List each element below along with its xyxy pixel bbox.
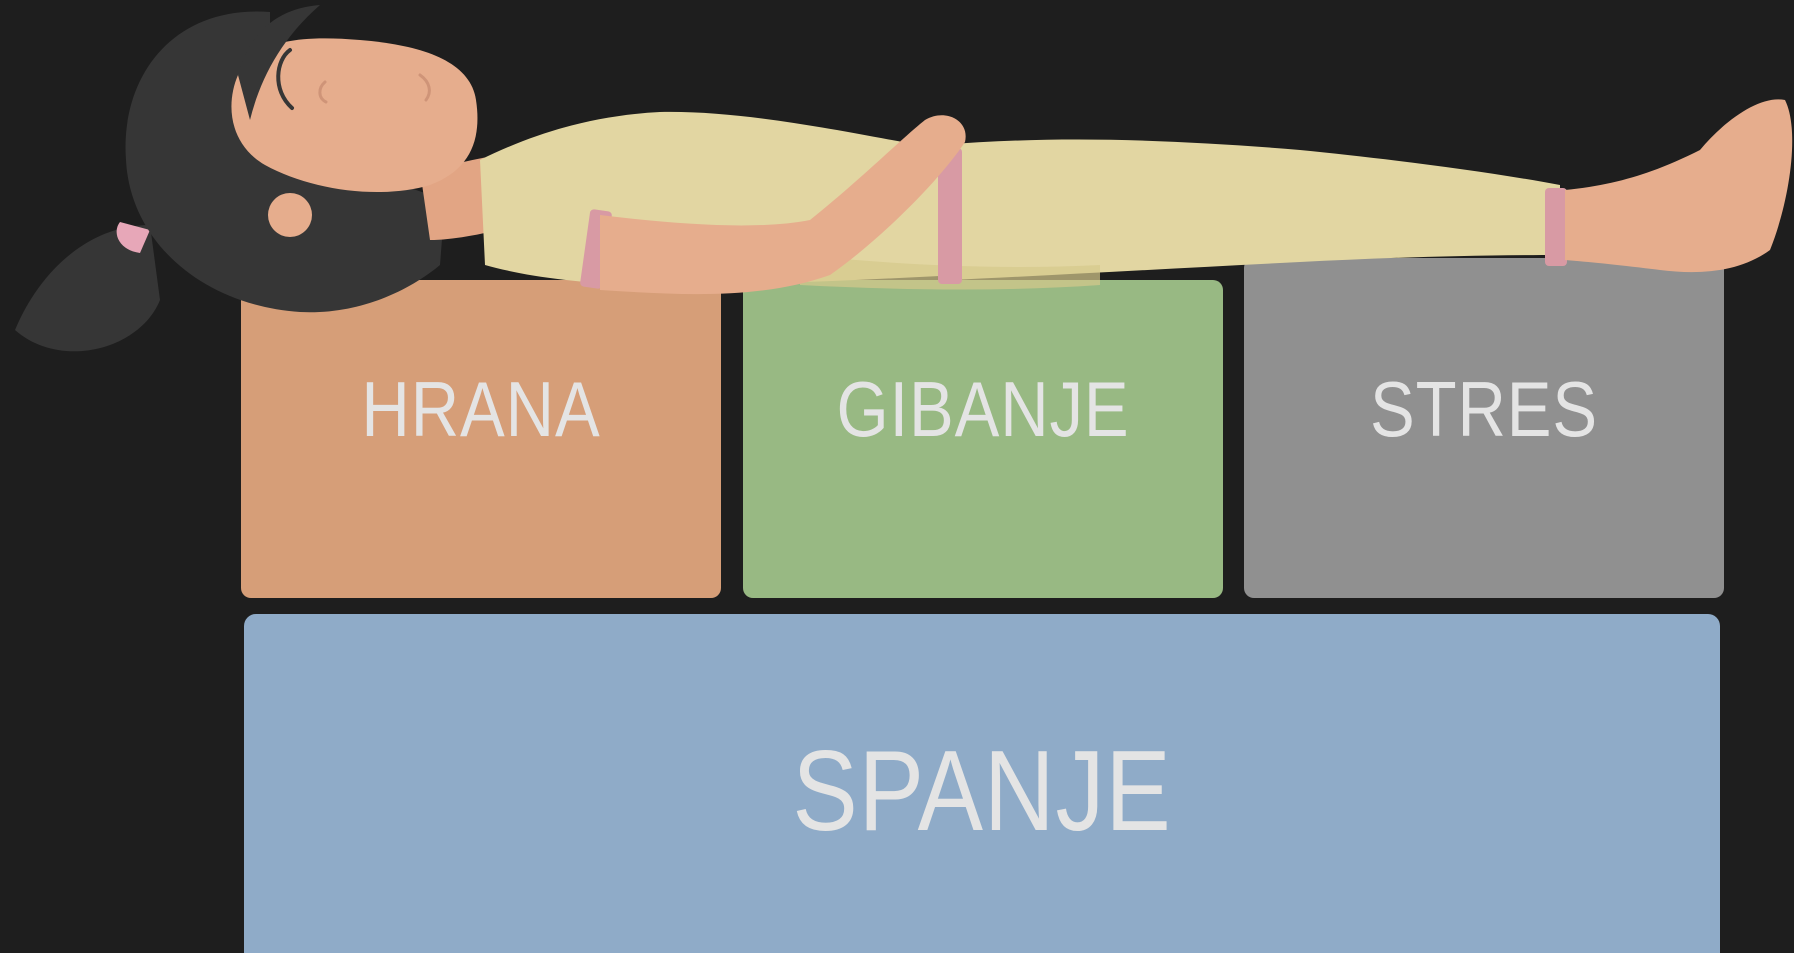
ear: [268, 193, 312, 237]
hair: [126, 12, 445, 313]
closed-eye: [278, 50, 292, 108]
food-label: HRANA: [275, 364, 688, 455]
arm: [600, 115, 966, 294]
movement-label: GIBANJE: [777, 364, 1190, 455]
bangs: [238, 5, 320, 120]
neck: [420, 154, 540, 240]
nose: [320, 82, 326, 102]
face: [231, 38, 477, 192]
waistband: [938, 148, 962, 284]
ankle-band: [1545, 188, 1567, 266]
sleep-label: SPANJE: [347, 726, 1616, 857]
ponytail: [15, 225, 160, 351]
pajama-top: [480, 112, 960, 285]
mouth: [420, 75, 429, 100]
movement-block: GIBANJE: [743, 280, 1223, 598]
stress-block: STRES: [1244, 258, 1724, 598]
hair-tie: [117, 222, 150, 253]
sleeve-band: [580, 209, 613, 289]
food-block: HRANA: [241, 280, 721, 598]
feet: [1565, 99, 1792, 272]
stress-label: STRES: [1278, 364, 1691, 455]
sleep-block: SPANJE: [244, 614, 1720, 953]
